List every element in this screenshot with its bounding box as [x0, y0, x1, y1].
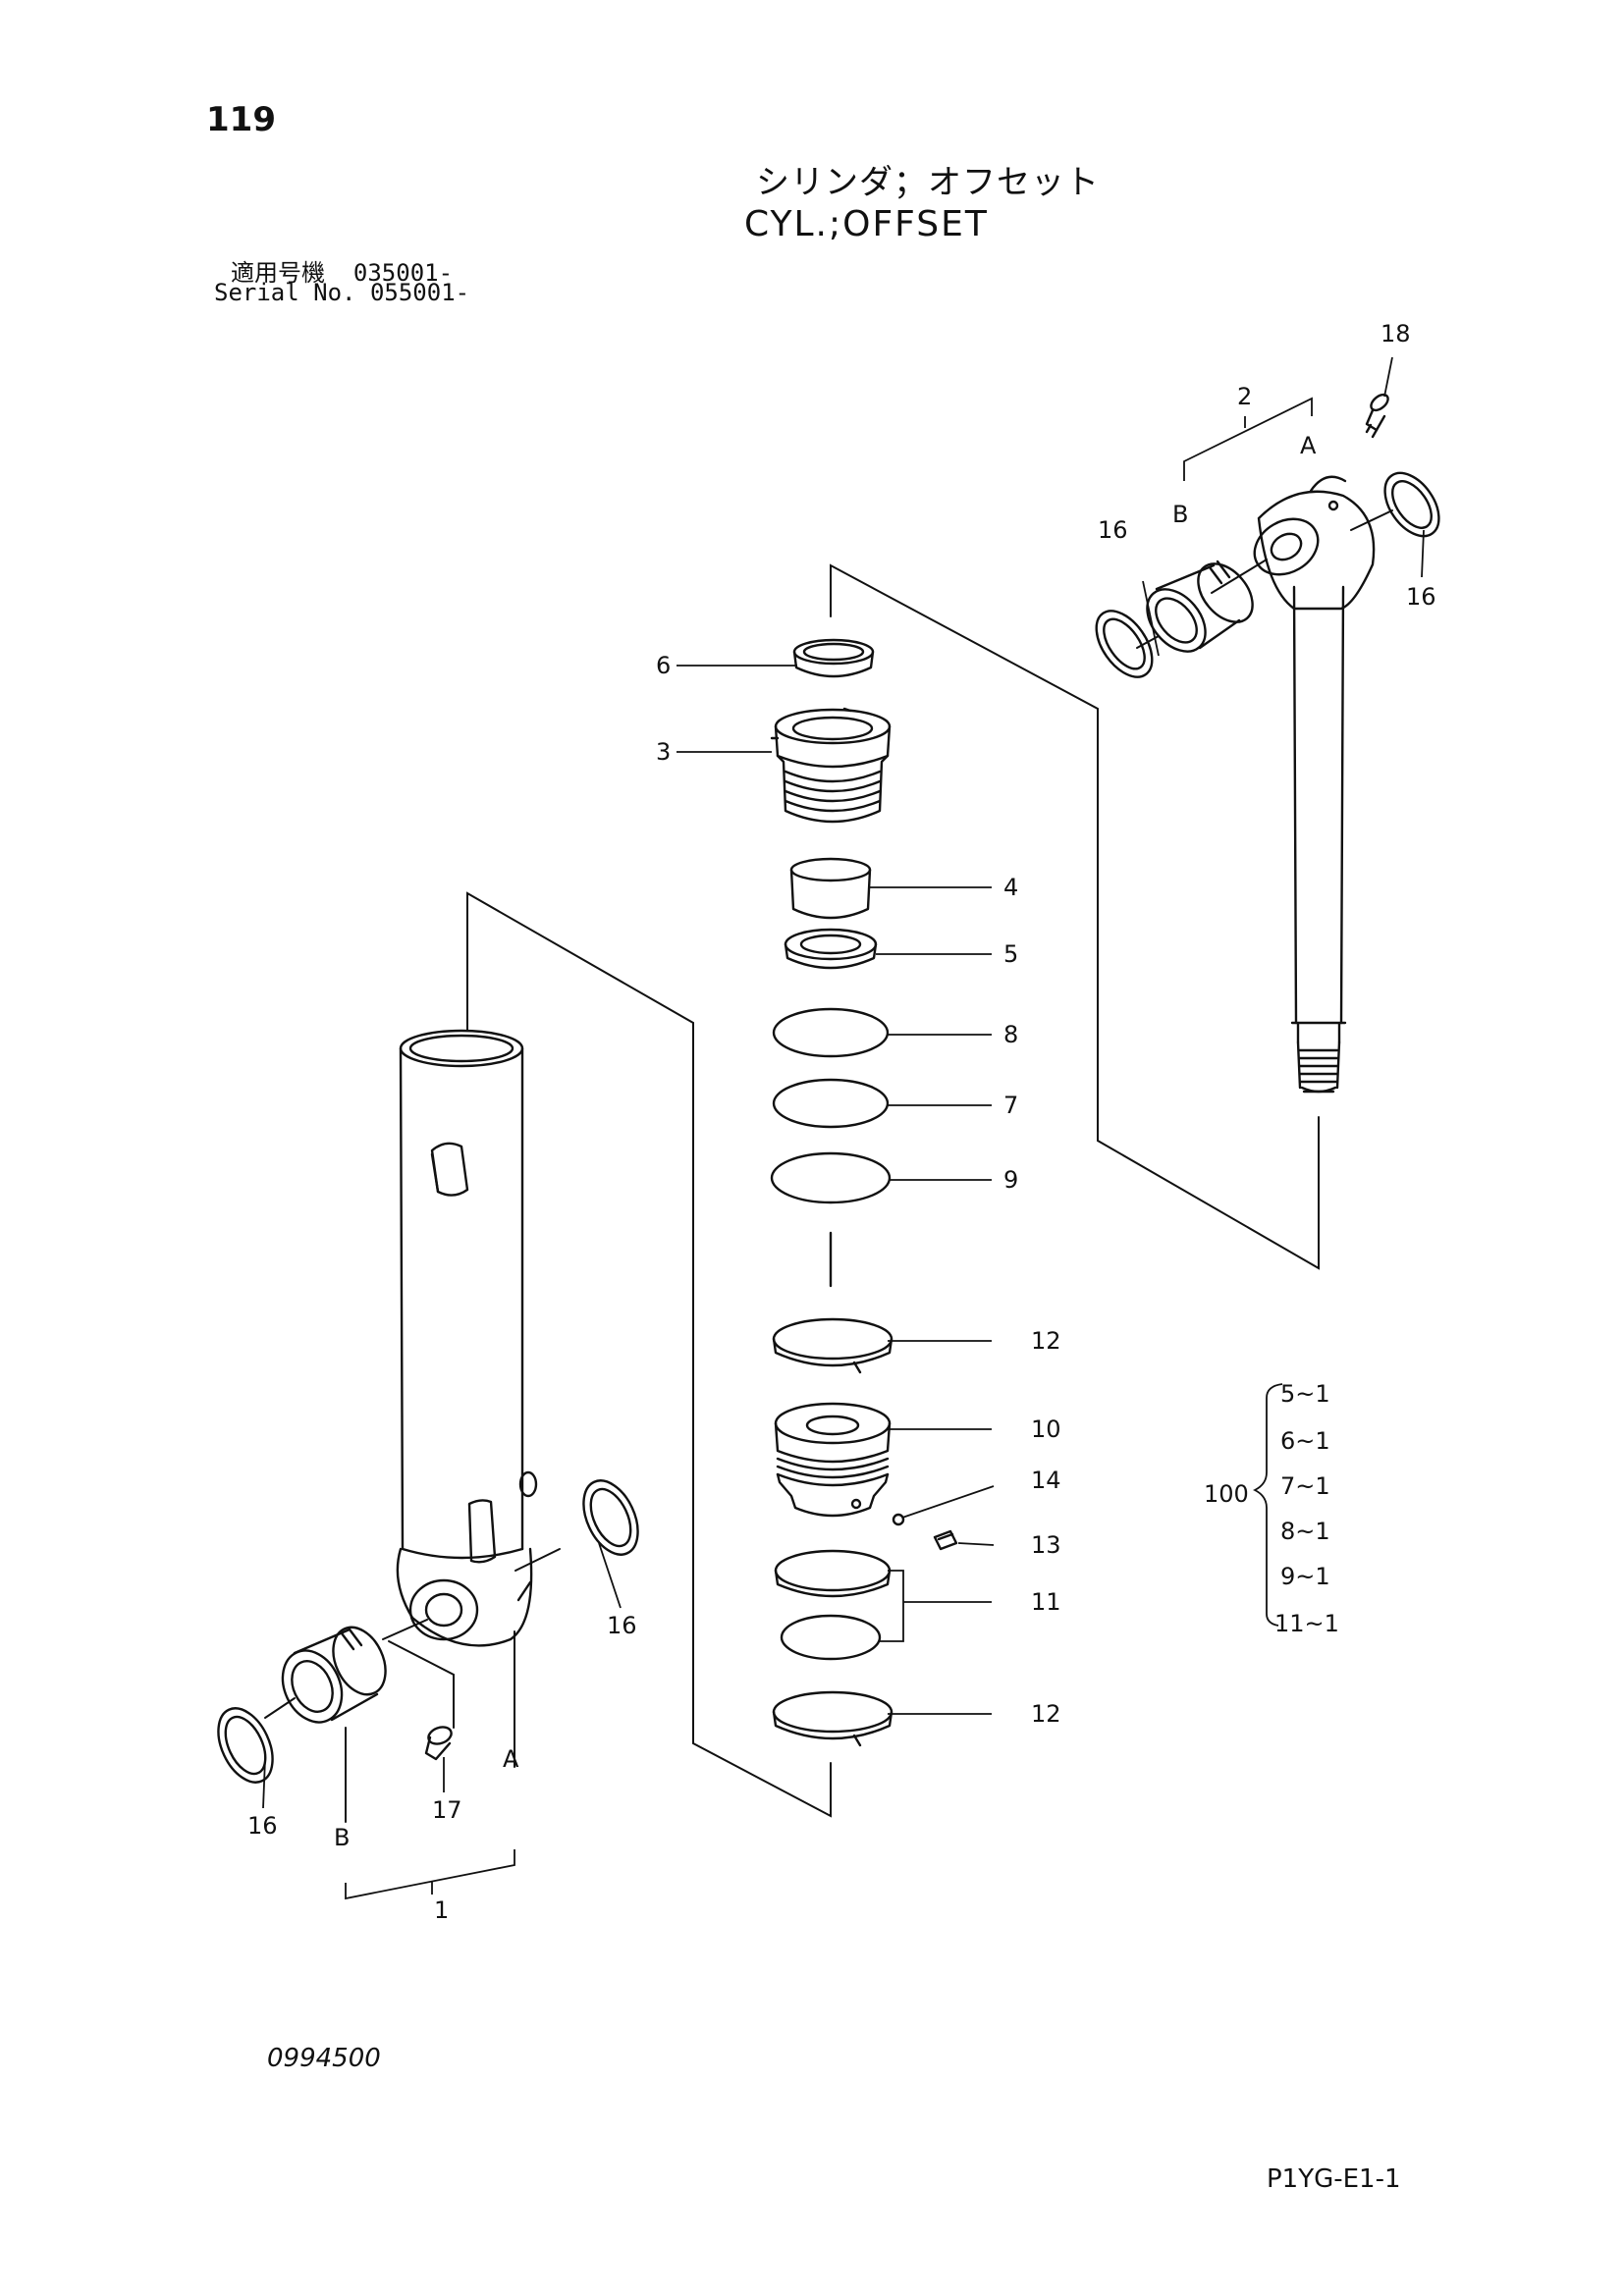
part-9-o-ring — [770, 1151, 892, 1204]
callout-6: 6 — [656, 652, 671, 679]
callout-1: 1 — [434, 1896, 449, 1924]
serial-applicability-jp: 適用号機 035001- — [231, 259, 454, 287]
label-A-rod: A — [1300, 432, 1317, 459]
callout-12-upper: 12 — [1031, 1327, 1061, 1355]
dust-seal-16-tube-left — [217, 1707, 274, 1784]
callout-17: 17 — [432, 1796, 462, 1824]
dust-seal-16-tube-right — [582, 1479, 639, 1556]
label-B-tube: B — [334, 1824, 350, 1851]
callout-3: 3 — [656, 738, 671, 766]
cylinder-tube-part — [396, 1029, 538, 1647]
callout-5: 5 — [1003, 940, 1018, 968]
serial-number-range: Serial No. 055001- — [214, 279, 470, 306]
page-code: P1YG-E1-1 — [1267, 2164, 1401, 2194]
callout-12-lower: 12 — [1031, 1700, 1061, 1728]
callout-16-tube-left: 16 — [247, 1812, 278, 1840]
title-english: CYL.;OFFSET — [744, 204, 989, 244]
callout-8: 8 — [1003, 1021, 1018, 1048]
part-3-rod-cover — [770, 707, 892, 824]
callout-10: 10 — [1031, 1415, 1061, 1443]
callout-2: 2 — [1237, 383, 1252, 410]
kit-item: 7~1 — [1280, 1472, 1330, 1500]
kit-item: 6~1 — [1280, 1427, 1330, 1455]
kit-item: 8~1 — [1280, 1518, 1330, 1545]
callout-18: 18 — [1380, 320, 1411, 347]
callout-14: 14 — [1031, 1467, 1061, 1494]
part-12-wear-ring-upper — [772, 1317, 893, 1374]
kit-item: 11~1 — [1274, 1610, 1339, 1637]
callout-16-rod-left: 16 — [1098, 516, 1128, 544]
dust-seal-16-rod-left — [1095, 610, 1154, 678]
part-11-piston-seal-set — [774, 1549, 892, 1661]
piston-rod-part — [1253, 475, 1376, 1094]
part-7-o-ring — [772, 1078, 890, 1129]
kit-item: 9~1 — [1280, 1563, 1330, 1590]
part-8-o-ring — [772, 1007, 890, 1058]
part-12-wear-ring-lower — [772, 1690, 893, 1747]
title-japanese: シリンダ；オフセット — [756, 163, 1100, 202]
part-10-piston — [774, 1402, 892, 1518]
callout-13: 13 — [1031, 1531, 1061, 1559]
kit-item: 5~1 — [1280, 1380, 1330, 1408]
kit-number: 100 — [1204, 1480, 1249, 1508]
part-6-ring — [792, 638, 875, 678]
rod-bushing — [1146, 560, 1254, 653]
callout-16-tube-right: 16 — [607, 1612, 637, 1639]
callout-16-rod-right: 16 — [1406, 583, 1436, 611]
label-B-rod: B — [1172, 501, 1188, 528]
label-A-tube: A — [503, 1745, 519, 1773]
callout-9: 9 — [1003, 1166, 1018, 1194]
grease-fitting-17 — [424, 1726, 453, 1761]
dust-seal-16-rod-right — [1383, 471, 1440, 538]
part-14-ball — [892, 1513, 905, 1526]
callout-11: 11 — [1031, 1588, 1061, 1616]
grease-fitting-18 — [1365, 393, 1389, 439]
callout-4: 4 — [1003, 874, 1018, 901]
part-5-seal — [784, 928, 878, 970]
callout-7: 7 — [1003, 1092, 1018, 1119]
part-4-bushing — [789, 857, 872, 920]
tube-bushing — [281, 1626, 387, 1724]
page-number: 119 — [206, 100, 276, 139]
drawing-number: 0994500 — [267, 2044, 381, 2073]
part-13-set-screw — [933, 1529, 958, 1551]
